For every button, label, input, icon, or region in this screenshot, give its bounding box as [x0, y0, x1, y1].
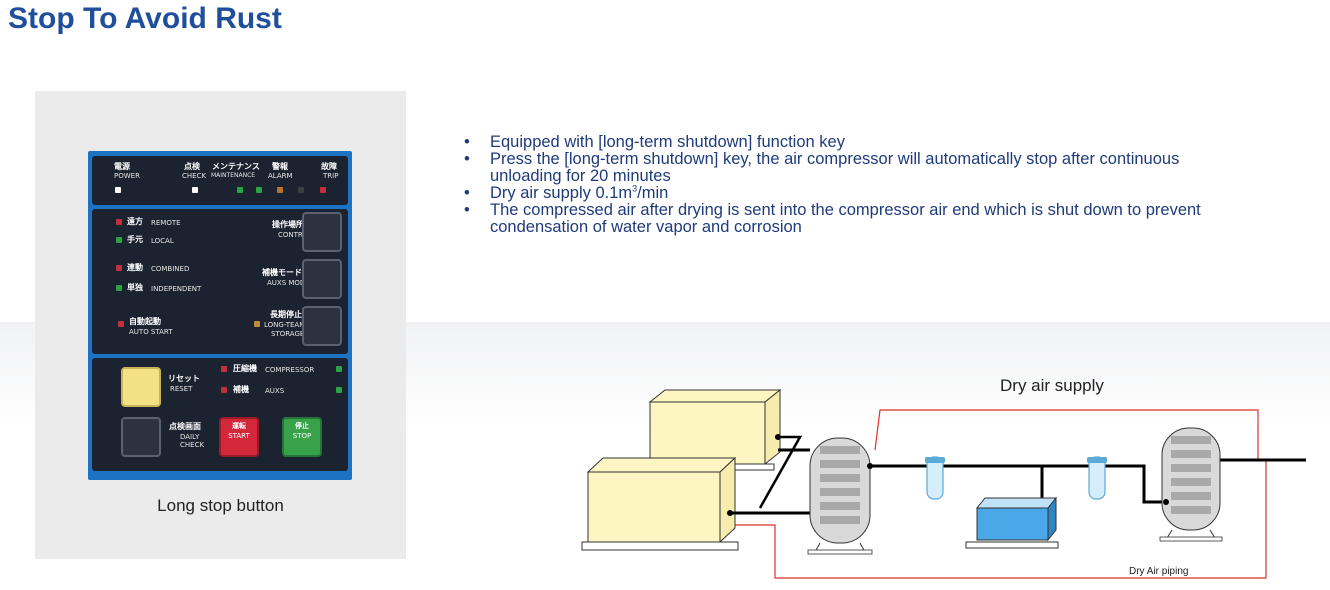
long-term-label-en2: STORAGE: [271, 330, 305, 338]
long-term-label-jp: 長期停止: [270, 310, 302, 319]
feature-item: The compressed air after drying is sent …: [462, 202, 1322, 236]
long-term-led: [254, 321, 260, 327]
local-label-en: LOCAL: [151, 237, 174, 245]
start-button[interactable]: 運転 START: [219, 417, 259, 457]
auxs-led: [221, 387, 227, 393]
status-strip: [92, 156, 348, 205]
local-label-jp: 手元: [127, 235, 143, 244]
start-label-jp: 運転: [232, 422, 246, 430]
panel-caption: Long stop button: [157, 496, 284, 515]
feature-item: Equipped with [long-term shutdown] funct…: [462, 134, 1322, 152]
daily-check-label-en1: DAILY: [180, 433, 200, 441]
compressor-led: [221, 366, 227, 372]
stop-label-en: STOP: [292, 432, 312, 440]
power-label-jp: 電源: [114, 162, 130, 171]
filter-2: [1087, 456, 1107, 500]
feature-item: Dry air supply 0.1m3/min: [462, 184, 1322, 202]
alarm-led-green: [256, 187, 262, 193]
auxs-led-green: [336, 387, 342, 393]
trip-label-en: TRIP: [323, 172, 339, 180]
dry-air-piping-line: [735, 460, 1267, 579]
trip-led: [320, 187, 326, 193]
auto-start-label-en: AUTO START: [129, 328, 173, 336]
control-label-en: CONTROL: [278, 231, 313, 239]
independent-label-en: INDEPENDENT: [151, 285, 202, 293]
power-led: [115, 187, 121, 193]
control-label-jp: 操作場所: [272, 220, 304, 229]
reset-label-en: RESET: [170, 385, 193, 393]
maintenance-label-jp: メンテナンス: [212, 162, 260, 171]
aux-mode-label-en: AUXS MODE: [267, 279, 310, 287]
independent-label-jp: 単独: [127, 283, 143, 292]
air-tank-2: [1159, 427, 1223, 542]
stop-label-jp: 停止: [295, 422, 309, 430]
remote-label-jp: 遠方: [127, 217, 143, 226]
control-panel: 電源 POWER 点検 CHECK メンテナンス MAINTENANCE 警報 …: [88, 151, 352, 480]
check-led: [192, 187, 198, 193]
independent-led: [116, 285, 122, 291]
auto-start-led: [118, 321, 124, 327]
aux-mode-label-jp: 補機モード: [262, 268, 302, 277]
remote-led: [116, 219, 122, 225]
local-led: [116, 237, 122, 243]
reset-button[interactable]: [121, 367, 161, 407]
trip-led-off: [298, 187, 304, 193]
filter-1: [925, 456, 945, 500]
compressor-led-green: [336, 366, 342, 372]
trip-label-jp: 故障: [321, 162, 337, 171]
alarm-label-en: ALARM: [268, 172, 293, 180]
check-label-en: CHECK: [182, 172, 207, 180]
daily-check-label-jp: 点検画面: [169, 422, 201, 431]
compressor-unit-2: [581, 456, 739, 551]
check-label-jp: 点検: [184, 162, 200, 171]
power-label-en: POWER: [114, 172, 140, 180]
alarm-label-jp: 警報: [272, 162, 288, 171]
maintenance-label-en: MAINTENANCE: [211, 172, 256, 179]
daily-check-label-en2: CHECK: [180, 441, 205, 449]
long-term-shutdown-button[interactable]: [302, 306, 342, 346]
daily-check-button[interactable]: [121, 417, 161, 457]
maintenance-led: [237, 187, 243, 193]
stop-button[interactable]: 停止 STOP: [282, 417, 322, 457]
dry-air-diagram: Dry air supply Dry Air piping: [570, 360, 1330, 590]
air-dryer: [965, 496, 1059, 549]
auto-start-label-jp: 自動起動: [129, 317, 161, 326]
compressor-label-jp: 圧縮機: [233, 364, 257, 373]
remote-label-en: REMOTE: [151, 219, 181, 227]
reset-label-jp: リセット: [168, 374, 200, 383]
auxs-label-en: AUXS: [265, 387, 285, 395]
start-label-en: START: [228, 432, 250, 440]
feature-item: Press the [long-term shutdown] key, the …: [462, 151, 1322, 185]
dry-air-piping-label: Dry Air piping: [1129, 566, 1189, 577]
control-panel-photo: 電源 POWER 点検 CHECK メンテナンス MAINTENANCE 警報 …: [35, 91, 406, 559]
long-term-label-en1: LONG-TEAM: [264, 321, 306, 329]
air-tank-1: [807, 437, 873, 555]
combined-label-jp: 連動: [127, 263, 143, 272]
diagram-graphic: [581, 388, 1306, 579]
diagram-title: Dry air supply: [1000, 376, 1104, 395]
compressor-label-en: COMPRESSOR: [265, 366, 315, 374]
dry-air-supply-line: [874, 409, 1259, 460]
combined-led: [116, 265, 122, 271]
auxs-label-jp: 補機: [233, 385, 249, 394]
alarm-led: [277, 187, 283, 193]
feature-list: Equipped with [long-term shutdown] funct…: [462, 134, 1322, 236]
aux-mode-button[interactable]: [302, 259, 342, 299]
page-title: Stop To Avoid Rust: [8, 2, 282, 35]
combined-label-en: COMBINED: [151, 265, 190, 273]
control-button[interactable]: [302, 212, 342, 252]
